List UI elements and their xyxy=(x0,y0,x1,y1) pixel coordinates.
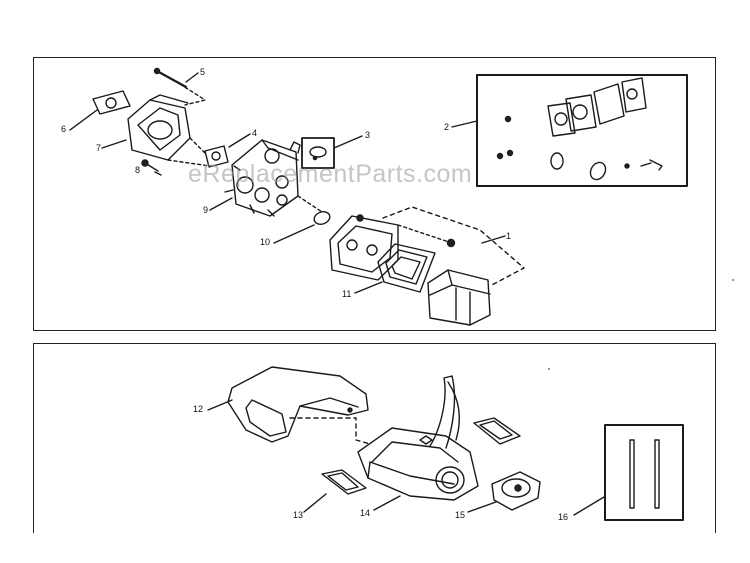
callout-14: 14 xyxy=(360,508,371,518)
leader-line xyxy=(167,137,211,167)
leader-line xyxy=(207,399,233,411)
leader-line xyxy=(289,417,371,445)
callout-8: 8 xyxy=(135,165,141,175)
o-ring xyxy=(313,211,331,225)
leader-line xyxy=(373,495,401,511)
leader-line xyxy=(69,109,98,131)
leader-line xyxy=(273,224,315,244)
callout-10: 10 xyxy=(260,237,271,247)
leader-line xyxy=(354,281,383,294)
diaphragm-box xyxy=(301,137,335,169)
tank-shroud xyxy=(227,366,369,443)
intake-manifold xyxy=(127,94,191,161)
callout-12: 12 xyxy=(193,404,204,414)
leader-line xyxy=(209,197,233,211)
callout-4: 4 xyxy=(252,128,258,138)
fuel-cap xyxy=(491,471,541,511)
leader-line xyxy=(573,496,605,516)
leader-line xyxy=(333,135,363,149)
leader-line xyxy=(481,235,506,244)
leader-line xyxy=(451,120,478,128)
watermark-text: eReplacementParts.com xyxy=(188,160,473,188)
callout-11: 11 xyxy=(342,289,352,299)
leader-line xyxy=(397,224,453,244)
hose-kit-box xyxy=(604,424,684,521)
leader-line xyxy=(228,133,251,148)
callout-1: 1 xyxy=(506,231,512,241)
fuel-tank-panel xyxy=(33,343,716,533)
callout-7: 7 xyxy=(96,143,102,153)
side-pad xyxy=(321,469,367,495)
callout-9: 9 xyxy=(203,205,209,215)
leader-line xyxy=(101,139,127,149)
leader-line xyxy=(297,195,323,213)
intake-gasket xyxy=(92,90,131,115)
fuel-tank xyxy=(357,375,479,501)
leader-line xyxy=(179,83,206,106)
carburetor-gasket xyxy=(204,145,229,168)
callout-2: 2 xyxy=(444,122,450,132)
leader-line xyxy=(303,493,327,513)
carburetor-body xyxy=(224,139,301,217)
filter-cover xyxy=(427,269,491,326)
callout-16: 16 xyxy=(558,512,569,522)
callout-5: 5 xyxy=(200,67,206,77)
callout-13: 13 xyxy=(293,510,304,520)
gasket-kit-box xyxy=(476,74,688,187)
callout-15: 15 xyxy=(455,510,466,520)
carburetor-panel xyxy=(33,57,716,331)
leader-line xyxy=(185,72,199,83)
leader-line xyxy=(467,501,497,513)
small-screw xyxy=(141,159,162,176)
rubber-pad xyxy=(473,417,521,445)
leader-line xyxy=(382,206,525,287)
callout-6: 6 xyxy=(61,124,67,134)
callout-3: 3 xyxy=(365,130,371,140)
filter-element xyxy=(377,243,436,293)
